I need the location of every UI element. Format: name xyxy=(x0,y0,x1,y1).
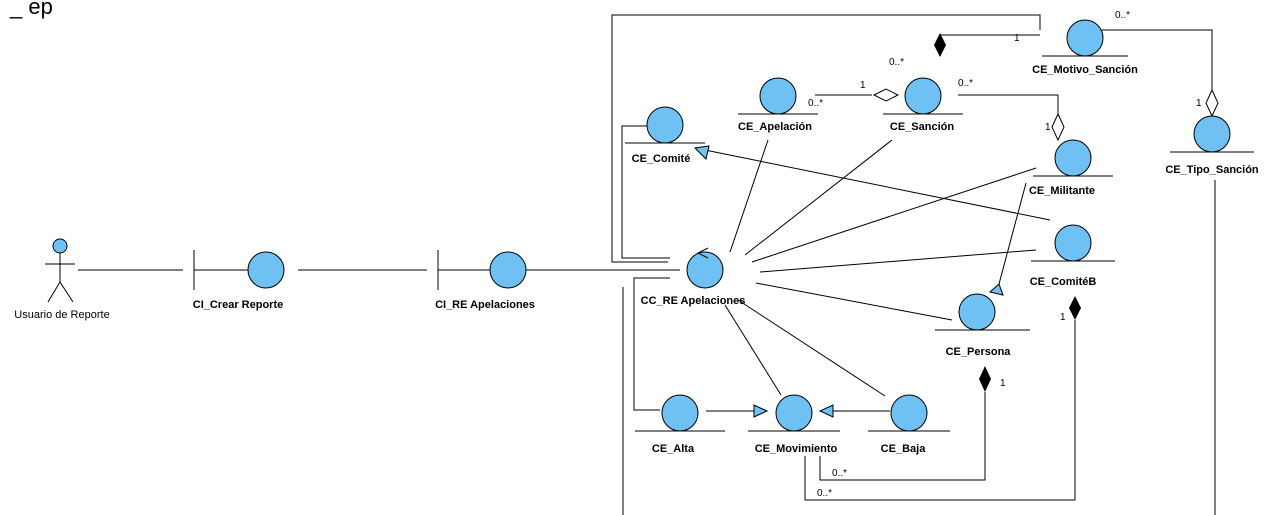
boundary-label: CI_Crear Reporte xyxy=(193,299,283,311)
line-control-comite xyxy=(621,125,670,259)
line-control-militante xyxy=(751,167,1037,263)
entity-sancion[interactable]: CE_Sanción xyxy=(883,77,963,133)
entity-label: CE_Tipo_Sanción xyxy=(1165,164,1259,176)
mult-sancion-top: 0..* xyxy=(889,57,904,68)
entity-motivo-sancion[interactable]: CE_Motivo_Sanción xyxy=(1032,19,1138,76)
boundary-circle xyxy=(247,251,285,289)
connector-lines xyxy=(78,14,1216,515)
association-markers xyxy=(693,33,1219,418)
entity-label: CE_Comité xyxy=(632,153,691,165)
mult-movimiento-b: 0..* xyxy=(817,488,832,499)
line-movimiento-persona xyxy=(819,392,986,481)
mult-movimiento-a: 0..* xyxy=(832,468,847,479)
entity-circle xyxy=(661,394,699,432)
mult-sancion-right: 0..* xyxy=(958,78,973,89)
entity-alta[interactable]: CE_Alta xyxy=(635,394,725,455)
control-label: CC_RE Apelaciones xyxy=(641,295,746,307)
entity-persona[interactable]: CE_Persona xyxy=(935,293,1030,358)
composition-diamond-comiteb xyxy=(1069,296,1081,320)
entity-apelacion[interactable]: CE_Apelación xyxy=(738,77,818,133)
multiplicity-labels: 1 0..* 0..* 0..* 1 0..* 1 1 1 1 0..* 0..… xyxy=(808,10,1202,499)
entity-label: CE_ComitéB xyxy=(1030,276,1097,288)
entity-circle xyxy=(775,394,813,432)
line-control-sancion xyxy=(744,139,893,256)
generalization-arrow-comite xyxy=(693,145,710,160)
entity-circle xyxy=(1066,19,1104,57)
boundary-circle xyxy=(489,251,527,289)
entity-comiteb[interactable]: CE_ComitéB xyxy=(1030,224,1115,288)
line-control-movimiento xyxy=(724,304,782,396)
line-control-persona xyxy=(755,282,953,321)
entity-circle xyxy=(1193,115,1231,153)
entity-circle xyxy=(904,77,942,115)
mult-persona-bottom: 1 xyxy=(1000,378,1006,389)
actor-label: Usuario de Reporte xyxy=(14,309,109,321)
composition-diamond-persona xyxy=(979,366,991,392)
actor-leg-left xyxy=(47,281,61,303)
line-control-comiteb xyxy=(759,249,1037,273)
control-circle xyxy=(686,251,724,289)
entity-circle xyxy=(958,293,996,331)
control-arrow xyxy=(696,247,709,259)
mult-motivo-top-left: 1 xyxy=(1014,33,1020,44)
entity-tipo-sancion[interactable]: CE_Tipo_Sanción xyxy=(1165,115,1259,176)
mult-tipo-top: 1 xyxy=(1196,98,1202,109)
actor-usuario[interactable]: Usuario de Reporte xyxy=(14,238,110,321)
line-control-apelacion xyxy=(729,139,769,253)
line-control-baja xyxy=(737,299,886,397)
entity-circle xyxy=(1054,224,1092,262)
entity-movimiento[interactable]: CE_Movimiento xyxy=(748,394,840,455)
line-control-motivo xyxy=(611,14,1041,263)
line-control-alta xyxy=(633,277,670,411)
generalization-arrow-movimiento-left xyxy=(753,404,769,418)
mult-comiteb-bottom: 1 xyxy=(1060,312,1066,323)
line-motivo-tipo xyxy=(1100,29,1213,90)
composition-diamond-motivo xyxy=(934,33,946,57)
entity-label: CE_Apelación xyxy=(738,121,812,133)
actor-leg-right xyxy=(59,281,74,303)
entity-label: CE_Persona xyxy=(946,346,1012,358)
entity-label: CE_Alta xyxy=(652,443,695,455)
entity-label: CE_Motivo_Sanción xyxy=(1032,64,1138,76)
entity-label: CE_Baja xyxy=(881,443,927,455)
aggregation-diamond-militante xyxy=(1051,112,1065,142)
entity-label: CE_Militante xyxy=(1029,185,1095,197)
line-sancion-motivo xyxy=(939,34,1040,56)
mult-militante-top: 1 xyxy=(1045,122,1051,133)
control-cc-re-apelaciones[interactable]: CC_RE Apelaciones xyxy=(641,247,746,307)
boundary-ci-re-apelaciones[interactable]: CI_RE Apelaciones xyxy=(435,250,535,311)
boundary-label: CI_RE Apelaciones xyxy=(435,299,535,311)
mult-sancion-left: 1 xyxy=(860,80,866,91)
line-movimiento-comiteb xyxy=(804,320,1076,501)
entity-label: CE_Movimiento xyxy=(755,443,838,455)
entity-circle xyxy=(646,106,684,144)
entity-label: CE_Sanción xyxy=(890,121,954,133)
aggregation-diamond-sancion xyxy=(872,88,900,102)
entity-baja[interactable]: CE_Baja xyxy=(868,394,950,455)
entity-circle xyxy=(890,394,928,432)
actor-head xyxy=(52,238,68,254)
generalization-arrow-persona xyxy=(988,283,1004,296)
entity-comite[interactable]: CE_Comité xyxy=(625,106,705,165)
boundary-ci-crear-reporte[interactable]: CI_Crear Reporte xyxy=(193,250,285,311)
top-fragment-text: _ ep xyxy=(9,0,53,19)
mult-motivo-top-right: 0..* xyxy=(1115,10,1130,21)
mult-apelacion-right: 0..* xyxy=(808,98,823,109)
entity-circle xyxy=(1054,139,1092,177)
line-comiteb-comite xyxy=(694,147,1051,221)
aggregation-diamond-tipo xyxy=(1205,88,1219,118)
line-militante-persona xyxy=(998,182,1027,285)
entity-militante[interactable]: CE_Militante xyxy=(1029,139,1113,197)
generalization-arrow-movimiento-right xyxy=(818,404,834,418)
entity-circle xyxy=(759,77,797,115)
line-sancion-militante xyxy=(958,94,1059,118)
